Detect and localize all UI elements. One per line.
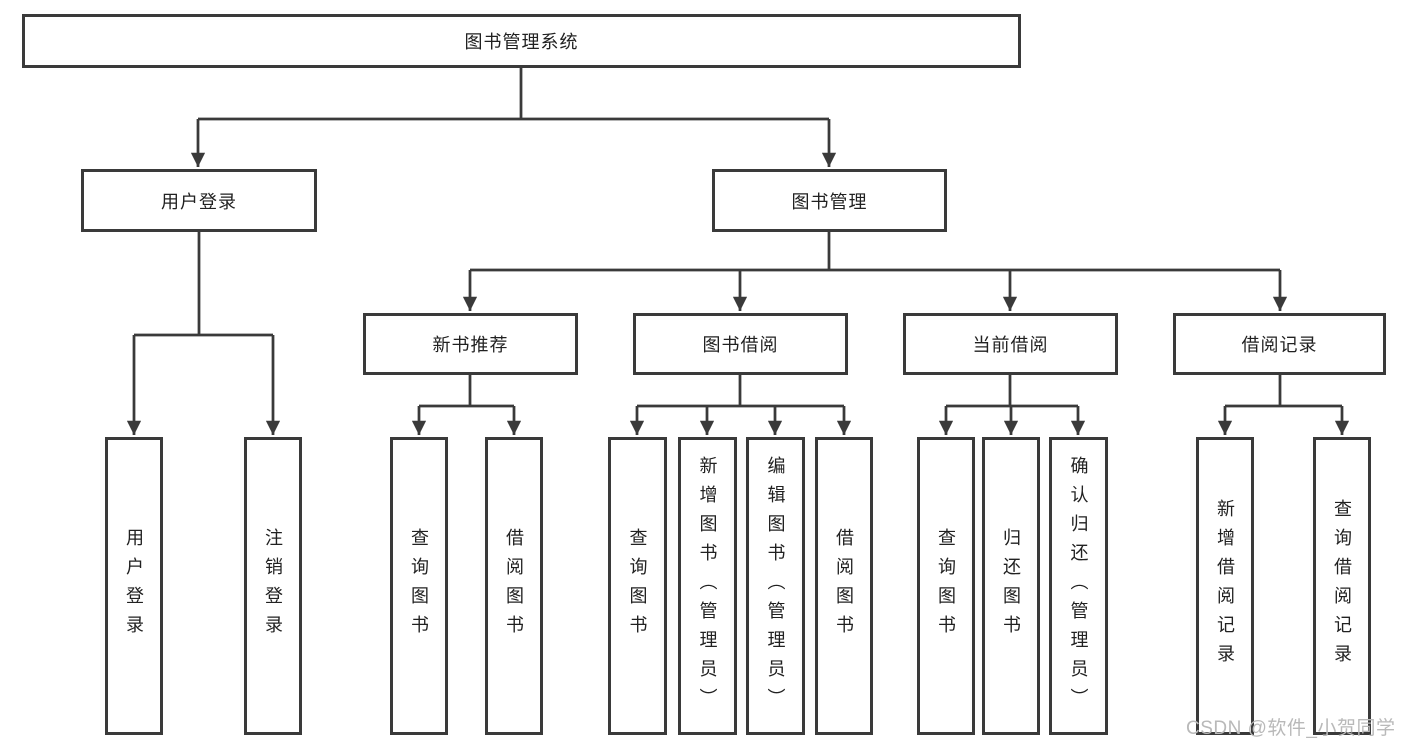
node-borrowing-records: 借阅记录 [1173, 313, 1386, 375]
node-label: 注销登录 [263, 528, 283, 644]
node-book-management-branch: 图书管理 [712, 169, 947, 232]
tree-rails [134, 68, 1342, 408]
node-label: 确认归还（管理员） [1068, 455, 1089, 717]
leaf-query-books-current: 查询图书 [917, 437, 975, 735]
node-label: 用户登录 [124, 528, 144, 644]
node-label: 借阅记录 [1241, 335, 1318, 355]
leaf-confirm-return-admin: 确认归还（管理员） [1049, 437, 1108, 735]
node-label: 新增图书（管理员） [697, 455, 718, 717]
node-label: 图书管理 [791, 191, 868, 212]
node-label: 查询图书 [627, 528, 648, 644]
csdn-watermark: CSDN @软件_小贺同学 [1186, 718, 1396, 739]
node-label: 查询借阅记录 [1332, 499, 1352, 673]
leaf-query-borrow-record: 查询借阅记录 [1313, 437, 1371, 735]
node-label: 新书推荐 [432, 335, 509, 355]
node-current-borrowing: 当前借阅 [903, 313, 1118, 375]
leaf-add-book-admin: 新增图书（管理员） [678, 437, 737, 735]
leaf-user-login: 用户登录 [105, 437, 163, 735]
leaf-return-book: 归还图书 [982, 437, 1040, 735]
node-user-login-branch: 用户登录 [81, 169, 317, 232]
leaf-query-books-recommend: 查询图书 [390, 437, 448, 735]
leaf-query-books-borrowing: 查询图书 [608, 437, 667, 735]
node-new-book-recommend: 新书推荐 [363, 313, 578, 375]
node-label: 借阅图书 [504, 528, 524, 644]
node-label: 图书借阅 [702, 335, 779, 355]
leaf-borrow-books-recommend: 借阅图书 [485, 437, 543, 735]
node-label: 查询图书 [409, 528, 429, 644]
node-label: 当前借阅 [972, 335, 1049, 355]
leaf-add-borrow-record: 新增借阅记录 [1196, 437, 1254, 735]
node-library-management-system: 图书管理系统 [22, 14, 1021, 68]
leaf-borrow-books: 借阅图书 [815, 437, 873, 735]
node-label: 新增借阅记录 [1215, 499, 1235, 673]
leaf-edit-book-admin: 编辑图书（管理员） [746, 437, 805, 735]
node-label: 归还图书 [1001, 528, 1021, 644]
node-label: 查询图书 [936, 528, 956, 644]
node-label: 编辑图书（管理员） [765, 455, 786, 717]
node-label: 用户登录 [161, 191, 237, 212]
node-label: 图书管理系统 [464, 32, 579, 52]
node-book-borrowing: 图书借阅 [633, 313, 848, 375]
node-label: 借阅图书 [834, 528, 854, 644]
leaf-logout: 注销登录 [244, 437, 302, 735]
